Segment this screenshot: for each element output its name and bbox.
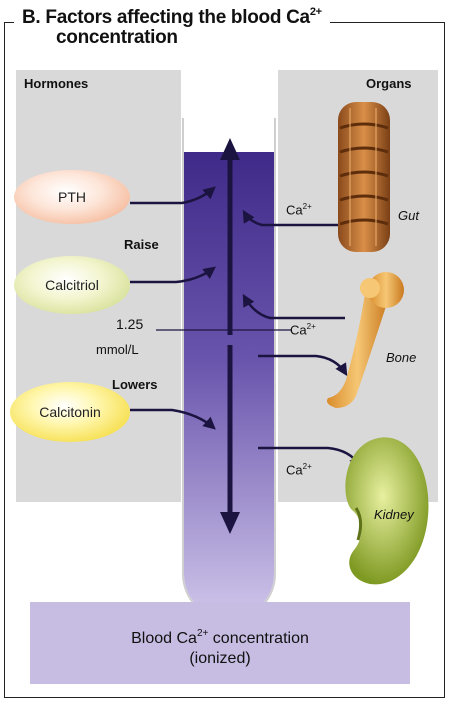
blood-line1-rest: concentration [208,630,309,647]
raise-label: Raise [124,237,159,252]
kidney-label: Kidney [374,507,414,522]
blood-line2: (ionized) [30,649,410,669]
reference-unit: mmol/L [96,342,139,357]
ion-base: Ca [290,322,307,337]
ion-label-bone: Ca2+ [290,322,316,337]
pth-ellipse: PTH [14,170,130,224]
ion-label-gut: Ca2+ [286,202,312,217]
pth-label: PTH [58,189,86,205]
ion-label-kidney: Ca2+ [286,462,312,477]
bone-label: Bone [386,350,416,365]
ion-base: Ca [286,462,303,477]
calcitriol-label: Calcitriol [45,277,99,293]
blood-concentration-text: Blood Ca2+ concentration (ionized) [30,624,410,669]
calcitriol-ellipse: Calcitriol [14,256,130,314]
ion-superscript: 2+ [303,202,312,211]
ion-superscript: 2+ [303,462,312,471]
reference-value: 1.25 [116,316,143,332]
bone-illustration [327,272,404,408]
blood-line1-sup: 2+ [197,628,208,639]
lowers-label: Lowers [112,377,158,392]
calcitonin-label: Calcitonin [39,404,100,420]
gut-label: Gut [398,208,419,223]
ion-superscript: 2+ [307,322,316,331]
blood-line1-base: Blood Ca [131,630,197,647]
gut-illustration [338,102,390,252]
ion-base: Ca [286,202,303,217]
blood-line1: Blood Ca2+ concentration [30,624,410,649]
